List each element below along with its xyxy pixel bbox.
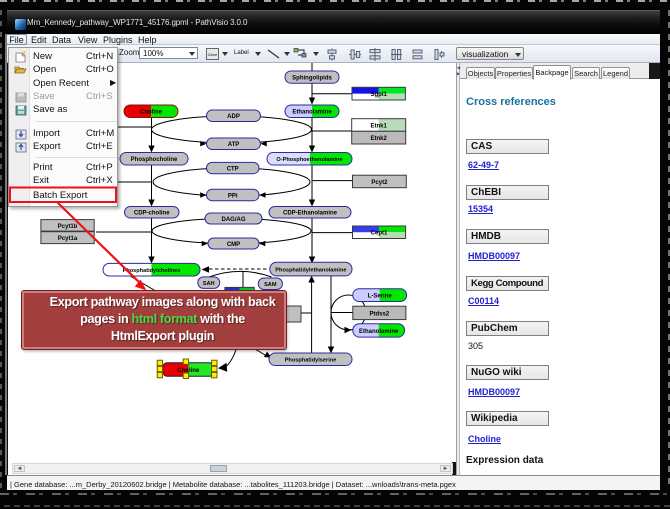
svg-text:Phosphatidylserine: Phosphatidylserine [285,358,337,364]
svg-text:Pcyt2: Pcyt2 [371,180,388,186]
svg-text:Phosphatidylethanolamine: Phosphatidylethanolamine [275,268,346,274]
svg-text:Cept1: Cept1 [371,231,388,237]
svg-text:Ethanolamine: Ethanolamine [359,329,399,335]
svg-text:CDP-choline: CDP-choline [134,211,170,217]
svg-text:SAH: SAH [203,281,215,287]
svg-text:PPi: PPi [228,194,238,200]
svg-text:CMP: CMP [227,242,240,248]
svg-text:Pcyt1b: Pcyt1b [58,224,78,230]
svg-text:DAG/AG: DAG/AG [222,217,246,223]
svg-text:CDP-Ethanolamine: CDP-Ethanolamine [283,211,338,217]
svg-text:Etnk1: Etnk1 [371,124,388,130]
svg-text:ATP: ATP [228,142,240,148]
svg-text:Ptdss2: Ptdss2 [369,311,389,317]
svg-text:Ethanolamine: Ethanolamine [292,110,332,116]
svg-text:O-Phosphoethanolamine: O-Phosphoethanolamine [276,157,342,163]
svg-text:Choline: Choline [140,110,163,116]
svg-text:Pcyt1a: Pcyt1a [58,236,78,242]
svg-text:Choline: Choline [177,368,200,374]
svg-text:Sgpl1: Sgpl1 [371,92,388,98]
svg-text:L-Serine: L-Serine [368,294,393,300]
svg-text:ADP: ADP [227,114,240,120]
svg-text:CTP: CTP [227,167,239,173]
svg-text:SAM: SAM [264,282,277,288]
svg-text:Sphingolipids: Sphingolipids [292,76,332,82]
svg-text:Phosphatidylcholines: Phosphatidylcholines [123,268,181,274]
svg-text:Etnk2: Etnk2 [371,136,388,142]
svg-text:Phosphocholine: Phosphocholine [131,157,178,163]
